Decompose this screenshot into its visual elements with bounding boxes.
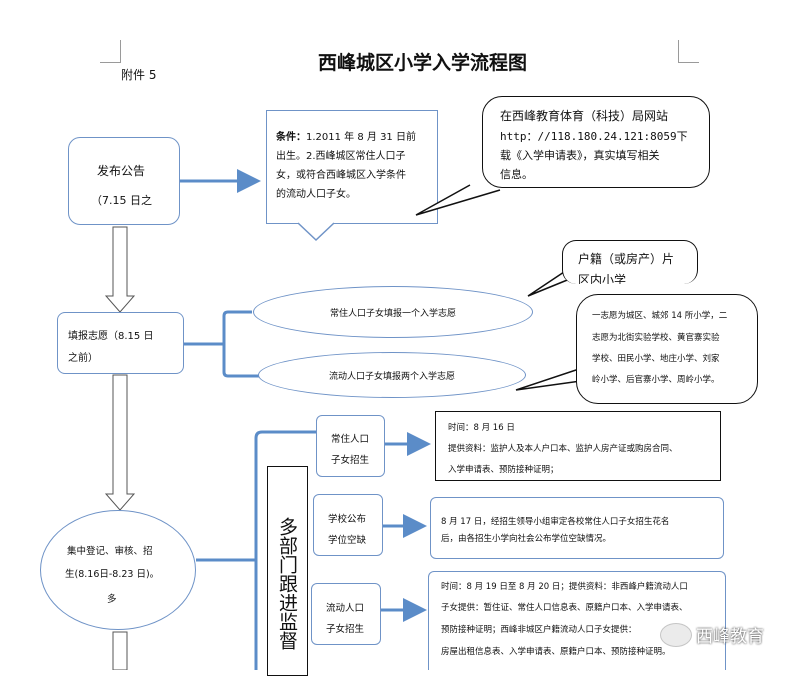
details-migrant-line4: 房屋出租信息表、入学申请表、原籍户口本、预防接种证明。	[441, 647, 671, 657]
bracket-categories	[196, 430, 316, 670]
details-resident-line3: 入学申请表、预防接种证明；	[448, 465, 559, 475]
supervision-box: 多部门跟进监督	[267, 466, 308, 676]
website-line4: 信息。	[500, 168, 533, 181]
watermark: 西峰教育	[660, 622, 764, 647]
category-resident-box: 常住人口 子女招生	[316, 415, 385, 477]
step-apply-line1: 填报志愿（8.15 日	[68, 331, 154, 342]
conditions-text2: 出生。2.西峰城区常住人口子	[276, 151, 406, 162]
conditions-text1: 1.2011 年 8 月 31 日前	[306, 132, 416, 143]
step-announce-box: 发布公告 （7.15 日之	[68, 137, 180, 225]
huji-line1: 户籍（或房产）片	[578, 252, 675, 266]
details-vacancy-line2: 后，由各招生小学向社会公布学位空缺情况。	[441, 534, 612, 544]
choice-note-line2: 志愿为北街实验学校、黄官寨实验	[592, 333, 720, 343]
choice-note-line1: 一志愿为城区、城郊 14 所小学，二	[592, 311, 728, 321]
conditions-callout: 条件：1.2011 年 8 月 31 日前 出生。2.西峰城区常住人口子 女，或…	[266, 110, 438, 224]
details-resident-box: 时间：8 月 16 日 提供资料：监护人及本人户口本、监护人房产证或购房合同、 …	[435, 411, 721, 481]
choice-note-line3: 学校、田民小学、地庄小学、刘家	[592, 354, 720, 364]
website-line3: 载《入学申请表》，真实填写相关	[500, 149, 660, 162]
down-arrow-1	[104, 226, 136, 313]
details-migrant-line2: 子女提供：暂住证、常住人口信息表、原籍户口本、入学申请表、	[441, 603, 688, 613]
category-migrant-line1: 流动人口	[326, 603, 365, 614]
website-callout: 在西峰教育体育（科技）局网站 http：//118.180.24.121:805…	[482, 96, 710, 188]
category-migrant-line2: 子女招生	[326, 624, 365, 635]
down-arrow-2	[104, 374, 136, 511]
watermark-text: 西峰教育	[696, 627, 764, 647]
category-vacancy-box: 学校公布 学位空缺	[313, 494, 383, 556]
website-line1: 在西峰教育体育（科技）局网站	[500, 109, 669, 123]
category-vacancy-line2: 学位空缺	[328, 535, 367, 546]
category-resident-line1: 常住人口	[331, 434, 370, 445]
website-line2: http：//118.180.24.121:8059下	[500, 130, 688, 143]
choice-note-line4: 岭小学、后官寨小学、周岭小学。	[592, 375, 720, 385]
category-vacancy-line1: 学校公布	[328, 514, 367, 525]
page-title: 西峰城区小学入学流程图	[318, 52, 528, 74]
step-register-ellipse: 集中登记、审核、招 生(8.16日-8.23 日)。 多	[40, 510, 196, 630]
step-announce-line1: 发布公告	[97, 164, 146, 178]
conditions-text4: 的流动人口子女。	[276, 189, 356, 200]
crop-mark-left	[100, 40, 121, 63]
choice-note-callout: 一志愿为城区、城郊 14 所小学，二 志愿为北街实验学校、黄官寨实验 学校、田民…	[576, 294, 758, 404]
step-announce-line2: （7.15 日之	[91, 194, 152, 207]
step-register-line1: 集中登记、审核、招	[67, 546, 153, 557]
down-arrow-3	[112, 631, 128, 670]
category-resident-line2: 子女招生	[331, 455, 370, 466]
attachment-label: 附件 5	[121, 68, 157, 82]
step-register-line2: 生(8.16日-8.23 日)。	[65, 569, 160, 580]
details-vacancy-line1: 8 月 17 日，经招生领导小组审定各校常住人口子女招生花名	[441, 517, 670, 527]
watermark-logo-icon	[660, 622, 692, 647]
details-resident-line2: 提供资料：监护人及本人户口本、监护人房产证或购房合同、	[448, 444, 678, 454]
bracket-choices	[184, 310, 260, 378]
conditions-label: 条件：	[276, 132, 306, 143]
details-resident-line1: 时间：8 月 16 日	[448, 423, 515, 433]
resident-choice-ellipse: 常住人口子女填报一个入学志愿	[253, 286, 533, 338]
category-migrant-box: 流动人口 子女招生	[311, 583, 381, 645]
huji-line2: 区内小学	[578, 273, 627, 284]
step-apply-box: 填报志愿（8.15 日 之前）	[57, 312, 184, 374]
conditions-text3: 女，或符合西峰城区入学条件	[276, 170, 406, 181]
supervision-text: 多部门跟进监督	[276, 517, 298, 650]
details-migrant-line1: 时间：8 月 19 日至 8 月 20 日；提供资料：非西峰户籍流动人口	[441, 582, 688, 592]
crop-mark-right	[678, 40, 699, 63]
details-migrant-box: 时间：8 月 19 日至 8 月 20 日；提供资料：非西峰户籍流动人口 子女提…	[428, 571, 726, 670]
details-vacancy-box: 8 月 17 日，经招生领导小组审定各校常住人口子女招生花名 后，由各招生小学向…	[430, 497, 724, 559]
step-register-line3: 多	[107, 594, 117, 605]
migrant-choice-ellipse: 流动人口子女填报两个入学志愿	[258, 352, 526, 398]
huji-callout: 户籍（或房产）片 区内小学	[562, 240, 698, 284]
details-migrant-line3: 预防接种证明；西峰非城区户籍流动人口子女提供：	[441, 625, 637, 635]
step-apply-line2: 之前）	[68, 353, 98, 364]
